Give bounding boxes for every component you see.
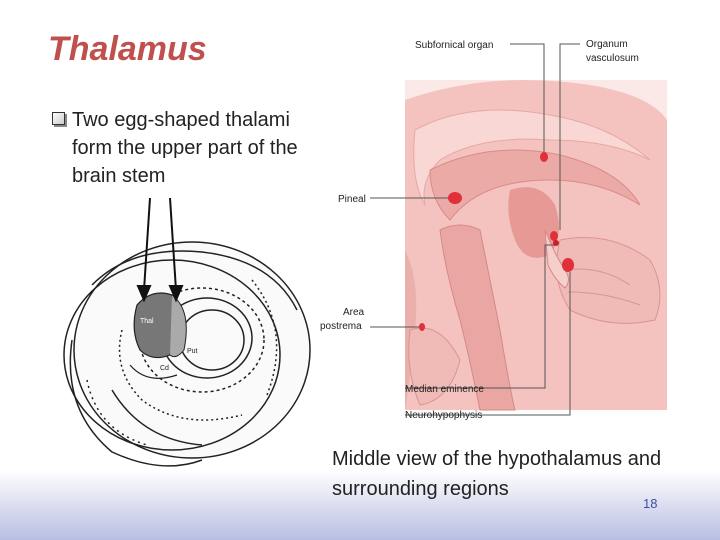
label-subfornical-organ: Subfornical organ	[415, 40, 493, 51]
neurohypophysis	[562, 258, 574, 272]
slide-title: Thalamus	[48, 30, 207, 68]
label-median-eminence: Median eminence	[405, 384, 484, 395]
pineal-organ	[448, 192, 462, 204]
label-organum-line2: vasculosum	[586, 53, 639, 64]
label-cd: Cd	[160, 365, 169, 372]
label-pineal: Pineal	[338, 194, 366, 205]
footer-gradient-band	[0, 470, 720, 540]
thalamus-schematic-figure: Thal Put Cd	[63, 197, 311, 467]
label-area-line1: Area	[343, 307, 365, 318]
checkbox-bullet-icon	[52, 112, 65, 125]
label-put: Put	[187, 348, 198, 355]
figure-caption: Middle view of the hypothalamus and surr…	[332, 448, 662, 500]
label-organum-line1: Organum	[586, 39, 628, 50]
median-eminence	[553, 240, 559, 246]
label-neurohypophysis: Neurohypophysis	[405, 410, 482, 421]
page-number: 18	[643, 496, 658, 511]
subfornical-organ	[540, 152, 548, 162]
area-postrema	[419, 323, 425, 331]
arrow-pointer-left	[143, 197, 151, 291]
arrow-pointer-right	[169, 197, 177, 291]
organum-vasculosum	[550, 231, 558, 241]
label-area-line2: postrema	[320, 321, 362, 332]
label-thal: Thal	[140, 318, 154, 325]
hypothalamus-midsagittal-figure: Subfornical organ Organum vasculosum Pin…	[320, 39, 667, 421]
bullet-text: Two egg-shaped thalami form the upper pa…	[72, 109, 298, 187]
